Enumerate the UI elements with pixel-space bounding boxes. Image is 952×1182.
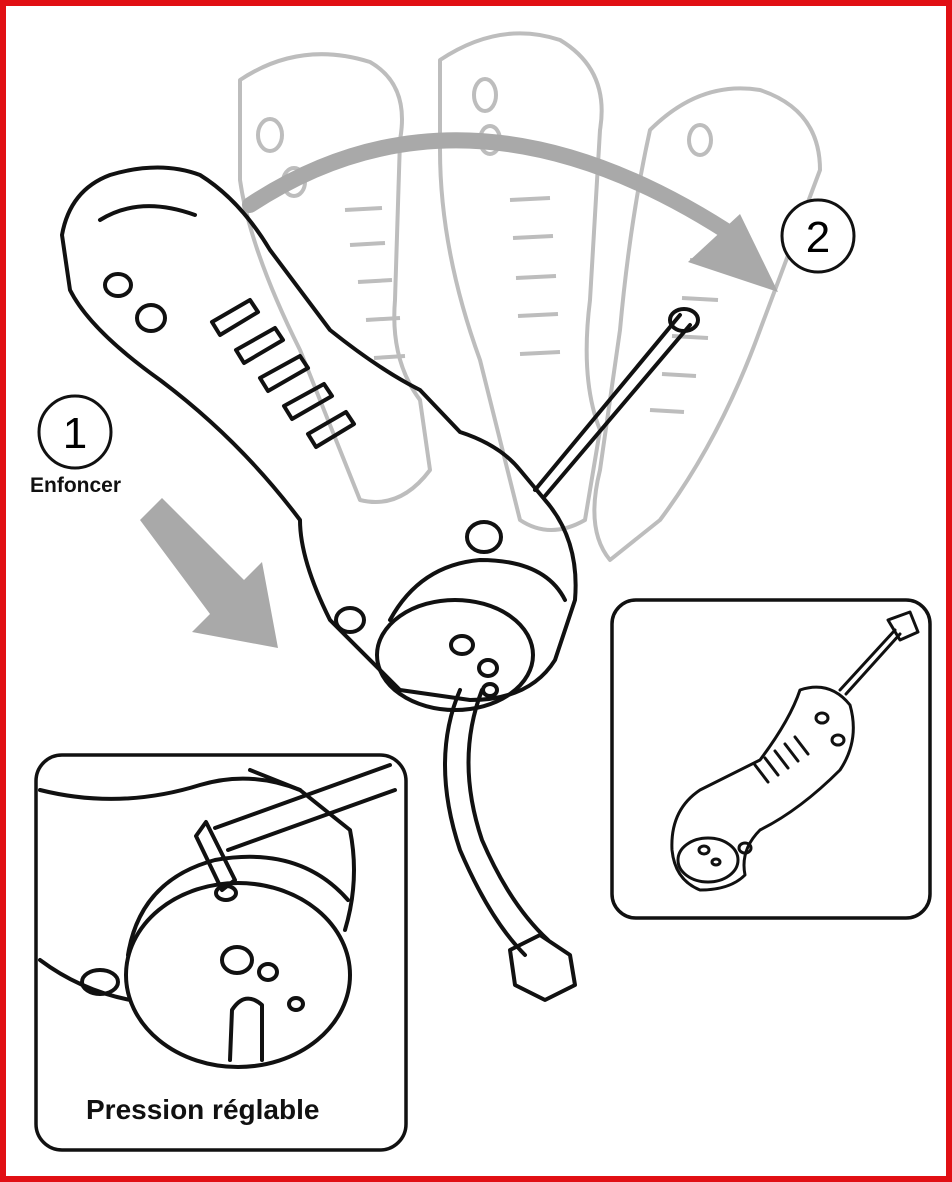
curved-arrow xyxy=(242,132,778,292)
step-2-marker: 2 xyxy=(780,198,856,274)
step-1-number: 1 xyxy=(63,409,87,458)
main-skate xyxy=(60,165,700,1002)
inset-pressure xyxy=(34,753,408,1152)
ghost-skates xyxy=(238,31,822,562)
step-2-number: 2 xyxy=(806,213,830,262)
pressure-label: Pression réglable xyxy=(86,1094,320,1125)
step-1-marker: 1 xyxy=(37,394,113,470)
inset-skate xyxy=(610,598,932,920)
push-label: Enfoncer xyxy=(30,474,122,497)
push-arrow xyxy=(140,498,278,648)
